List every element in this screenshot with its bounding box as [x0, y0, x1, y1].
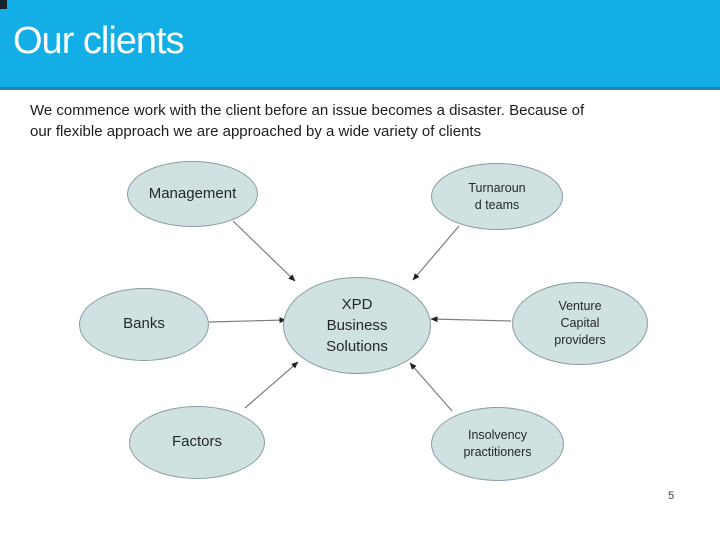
node-factors: Factors	[129, 406, 265, 479]
page-number: 5	[667, 490, 675, 502]
arrow-banks-to-center	[208, 317, 287, 324]
intro-text: We commence work with the client before …	[30, 102, 585, 140]
arrow-turnaround-teams-to-center	[412, 225, 460, 281]
node-management: Management	[127, 161, 258, 227]
corner-mark	[0, 0, 7, 9]
slide-header: Our clients	[0, 0, 720, 90]
node-venture-capital-providers: Venture Capital providers	[512, 282, 648, 365]
node-banks: Banks	[79, 288, 209, 361]
node-xpd-business-solutions: XPD Business Solutions	[283, 277, 431, 374]
arrow-management-to-center	[232, 220, 296, 282]
arrow-venture-capital-to-center	[430, 316, 512, 323]
node-turnaround-teams: Turnaroun d teams	[431, 163, 563, 230]
arrow-insolvency-to-center	[409, 362, 453, 412]
node-insolvency-practitioners: Insolvency practitioners	[431, 407, 564, 481]
arrow-factors-to-center	[244, 361, 299, 409]
page-title: Our clients	[13, 20, 185, 62]
